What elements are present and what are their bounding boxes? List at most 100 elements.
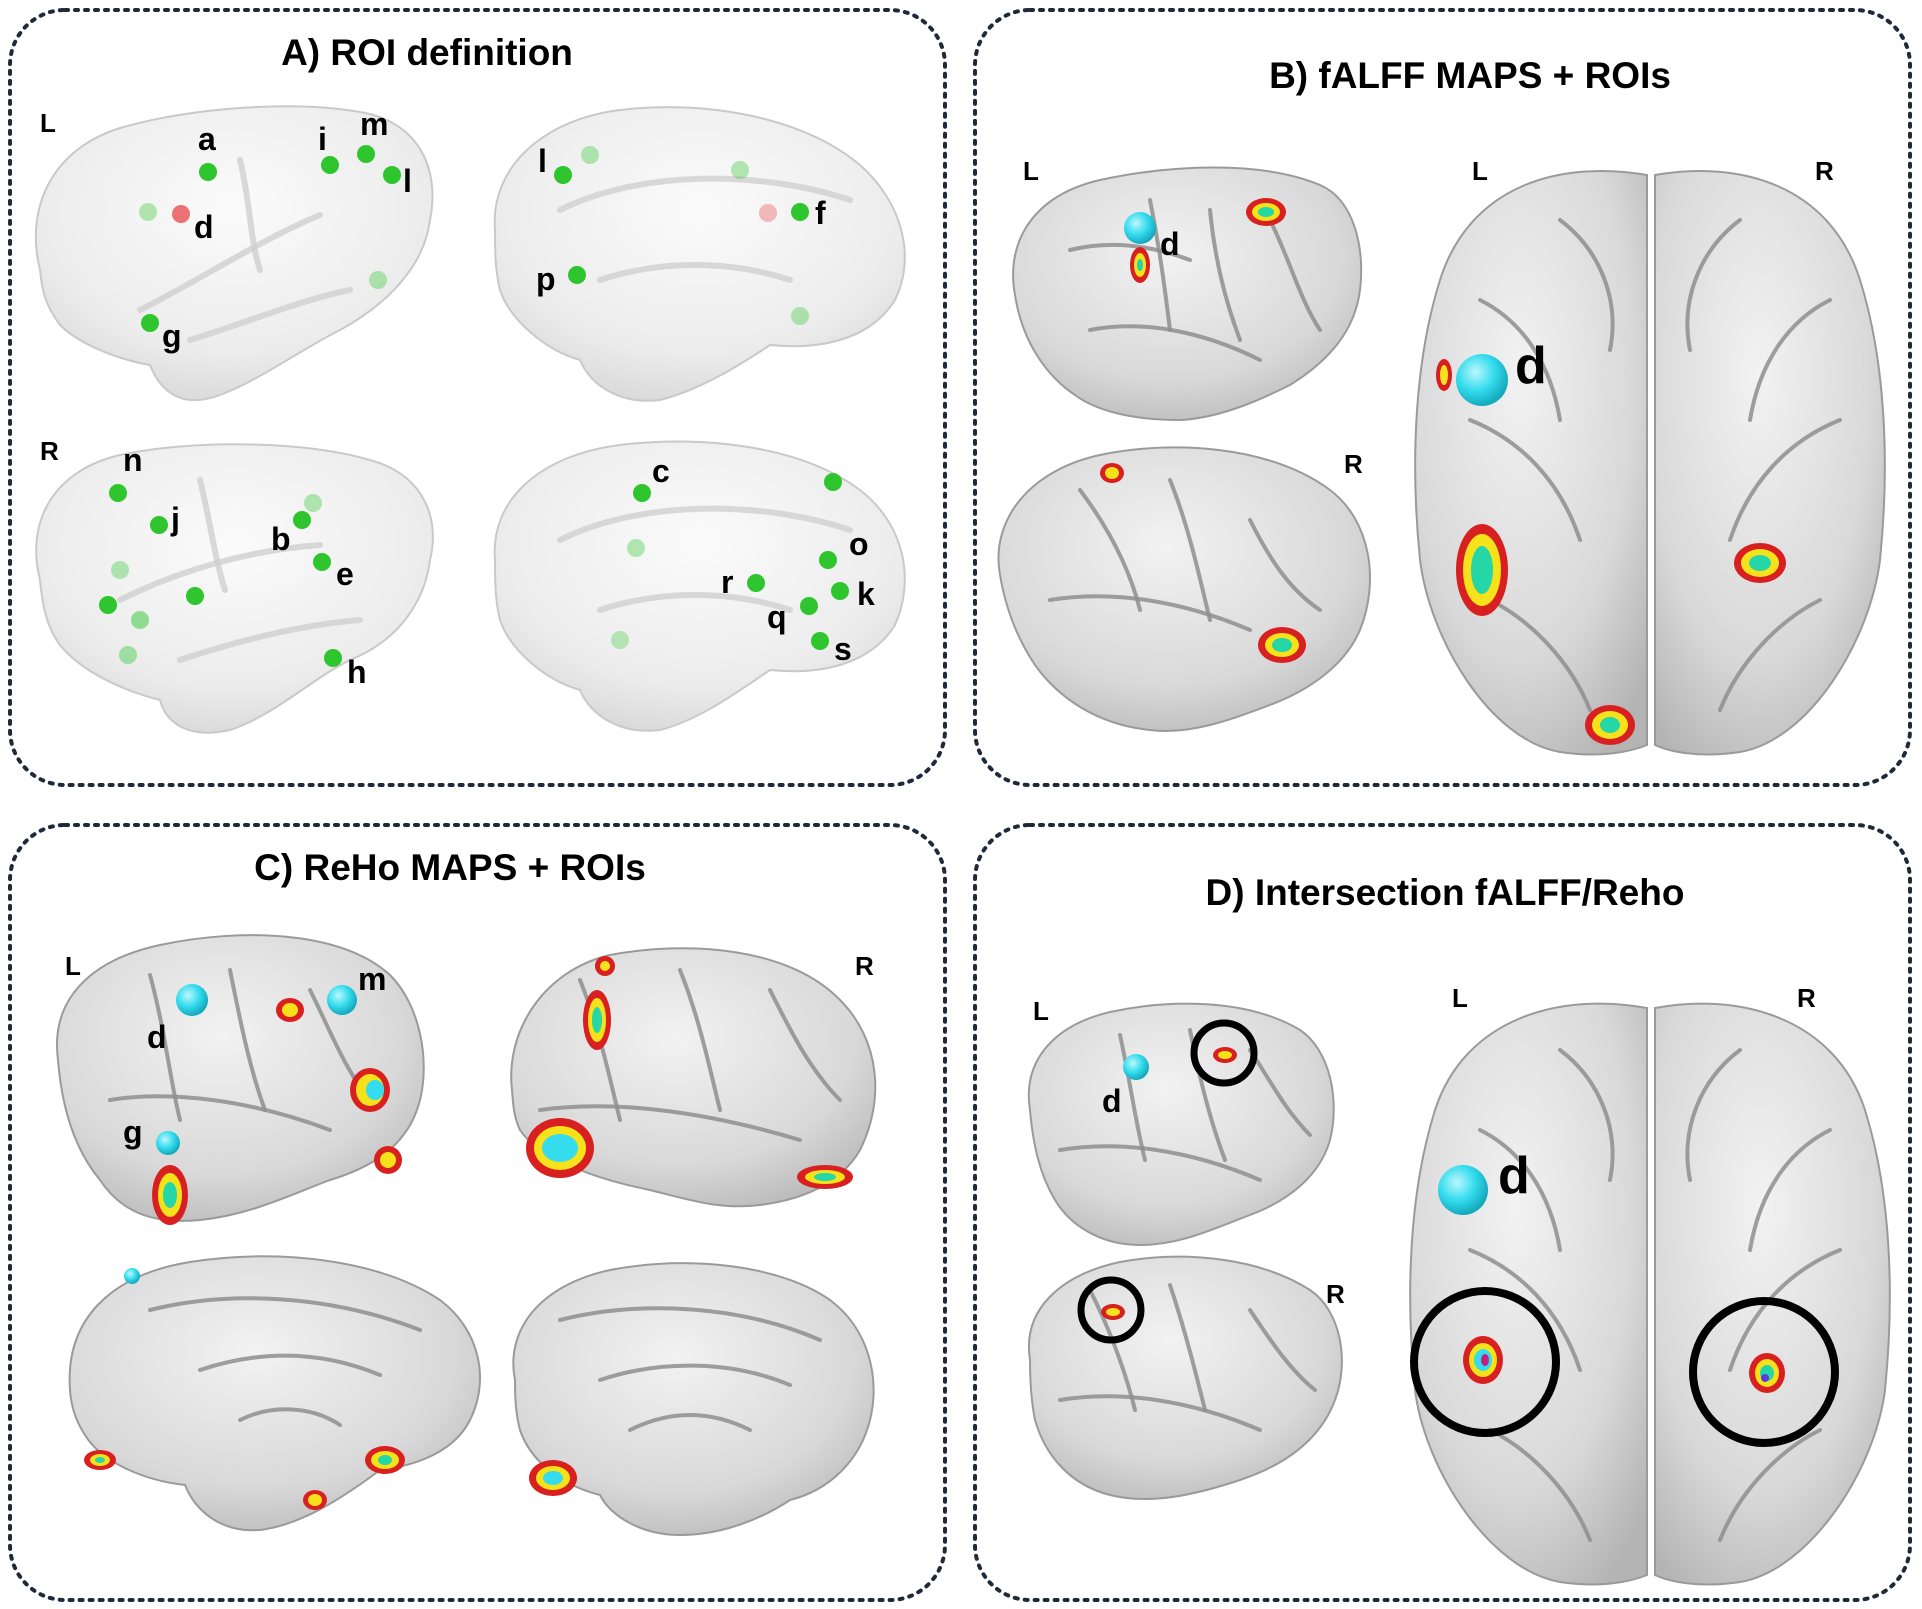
roi-label-p: p — [536, 261, 556, 297]
roi-dot-a — [199, 163, 217, 181]
panel-d-activations — [1101, 1047, 1785, 1393]
highlight-circle — [1077, 1276, 1145, 1344]
panel-c: C) ReHo MAPS + ROIs L R — [8, 823, 947, 1602]
panel-c-roi-label-m: m — [358, 961, 386, 997]
panel-a-roi-dots — [99, 145, 849, 667]
roi-label-k: k — [857, 576, 875, 612]
roi-dot-o — [819, 551, 837, 569]
roi-sphere-d — [176, 984, 208, 1016]
brain-left-medial-smooth — [493, 106, 906, 402]
activation-blob — [1101, 1304, 1125, 1320]
activation-blob — [583, 990, 611, 1050]
roi-label-j: j — [170, 501, 180, 537]
panel-c-border — [8, 823, 947, 1602]
panel-b-activations — [1100, 198, 1786, 745]
roi-dot-c — [633, 484, 651, 502]
roi-dot-r — [747, 574, 765, 592]
roi-dot-d — [172, 205, 190, 223]
panel-d-side-left-lateral: L — [1033, 996, 1049, 1026]
highlight-circle — [1410, 1287, 1560, 1437]
roi-dot-m — [357, 145, 375, 163]
activation-blob — [797, 1165, 853, 1189]
activation-blob — [1246, 198, 1286, 226]
roi-dot-faint — [119, 646, 137, 664]
activation-blob — [1130, 247, 1150, 283]
activation-blob — [374, 1146, 402, 1174]
panel-b-title: B) fALFF MAPS + ROIs — [1269, 55, 1671, 96]
roi-dot-faint — [304, 494, 322, 512]
panel-b-side-right-top: R — [1815, 156, 1834, 186]
roi-dot-faint — [369, 271, 387, 289]
highlight-circle — [1689, 1297, 1839, 1447]
activation-blob — [1749, 1353, 1785, 1393]
activation-blob — [1456, 524, 1508, 616]
activation-blob — [152, 1165, 188, 1225]
panel-c-side-left: L — [65, 951, 81, 981]
panel-c-side-right: R — [855, 951, 874, 981]
roi-label-l: l — [403, 163, 412, 199]
activation-blob — [1585, 705, 1635, 745]
roi-dot-faint — [791, 307, 809, 325]
roi-sphere-d-small — [1124, 212, 1156, 244]
activation-blob — [526, 1118, 594, 1178]
activation-blob — [1213, 1047, 1237, 1063]
roi-sphere-m — [327, 985, 357, 1015]
brain-d-right-lateral — [1027, 1255, 1343, 1500]
roi-dot-e — [313, 553, 331, 571]
roi-label-h: h — [347, 654, 367, 690]
panel-d-border — [973, 823, 1912, 1602]
panel-a: A) ROI definition L R — [8, 8, 947, 787]
panel-a-side-right: R — [40, 436, 59, 466]
activation-blob — [1463, 1336, 1503, 1384]
roi-label-m: m — [360, 106, 388, 142]
panel-b-side-left-top: L — [1472, 156, 1488, 186]
panel-d-roi-label-d-large: d — [1498, 1147, 1530, 1205]
roi-label-e: e — [336, 556, 354, 592]
brain-left-lateral-smooth — [34, 105, 434, 402]
highlight-circle — [1190, 1019, 1258, 1087]
panel-c-roi-label-g: g — [123, 1114, 143, 1150]
activation-blob — [1734, 543, 1786, 583]
panel-a-side-left: L — [40, 108, 56, 138]
panel-b: B) fALFF MAPS + ROIs L R L R — [973, 8, 1912, 787]
roi-dot-faint — [99, 596, 117, 614]
roi-label-q: q — [767, 599, 787, 635]
brain-right-lateral-smooth — [35, 443, 434, 734]
roi-dot-faint — [611, 631, 629, 649]
brain-c-left-medial — [68, 1255, 481, 1532]
roi-dot-j — [150, 516, 168, 534]
roi-dot-f — [791, 203, 809, 221]
roi-dot-faint — [186, 587, 204, 605]
activation-blob — [365, 1446, 405, 1474]
roi-dot-l — [383, 166, 401, 184]
roi-label-n: n — [123, 442, 143, 478]
brain-b-left-lateral — [1012, 166, 1363, 422]
panel-b-roi-label-d-small: d — [1160, 226, 1180, 262]
activation-blob — [303, 1490, 327, 1510]
roi-dot-faint — [581, 146, 599, 164]
roi-label-l-medial: l — [538, 143, 547, 179]
roi-label-s: s — [834, 631, 852, 667]
roi-dot-f-faint — [759, 204, 777, 222]
roi-label-g: g — [162, 318, 182, 354]
panel-d-side-right-top: R — [1797, 983, 1816, 1013]
brain-c-right-medial — [512, 1262, 875, 1537]
roi-sphere-g — [156, 1131, 180, 1155]
roi-dot-p — [568, 266, 586, 284]
activation-blob — [595, 956, 615, 976]
roi-label-i: i — [318, 121, 327, 157]
brain-d-left-lateral — [1027, 1002, 1335, 1247]
roi-dot-q — [800, 597, 818, 615]
activation-blob — [350, 1068, 390, 1112]
panel-a-border — [8, 8, 947, 787]
panel-d-title: D) Intersection fALFF/Reho — [1206, 872, 1685, 913]
roi-dot-b — [293, 511, 311, 529]
roi-sphere-d-small — [1123, 1054, 1149, 1080]
roi-dot-faint — [731, 161, 749, 179]
roi-dot-faint — [824, 473, 842, 491]
roi-label-a: a — [198, 121, 216, 157]
roi-dot-g — [141, 314, 159, 332]
activation-blob — [1100, 463, 1124, 483]
roi-dot-faint — [627, 539, 645, 557]
